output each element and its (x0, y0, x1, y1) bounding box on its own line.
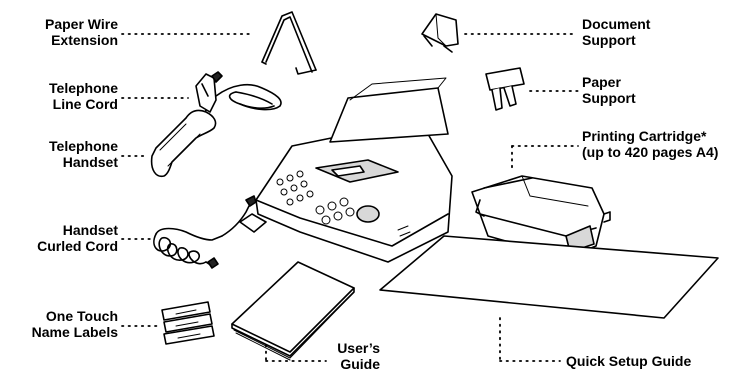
handset-curled-cord-label: Handset Curled Cord (37, 222, 118, 254)
document-support-illustration (421, 13, 459, 53)
users-guide-label: User’s Guide (337, 340, 380, 372)
paper-support-illustration (485, 67, 525, 111)
leader-lines (121, 33, 579, 362)
one-touch-name-labels-label: One Touch Name Labels (31, 308, 118, 340)
printing-cartridge-label: Printing Cartridge* (up to 420 pages A4) (582, 128, 719, 160)
telephone-line-cord-label: Telephone Line Cord (49, 80, 118, 112)
fax-machine-illustration (239, 77, 453, 263)
users-guide-illustration (231, 261, 355, 361)
telephone-line-cord-illustration (195, 71, 282, 117)
paper-support-label: Paper Support (582, 74, 636, 106)
handset-curled-cord-illustration (153, 195, 257, 269)
paper-wire-extension-illustration (261, 11, 317, 75)
quick-setup-guide-illustration (379, 235, 719, 319)
quick-setup-guide-label: Quick Setup Guide (566, 353, 692, 369)
telephone-handset-illustration (150, 109, 217, 178)
document-support-label: Document Support (582, 16, 651, 48)
one-touch-name-labels-illustration (161, 301, 215, 345)
telephone-handset-label: Telephone Handset (49, 138, 118, 170)
paper-wire-extension-label: Paper Wire Extension (44, 16, 118, 48)
